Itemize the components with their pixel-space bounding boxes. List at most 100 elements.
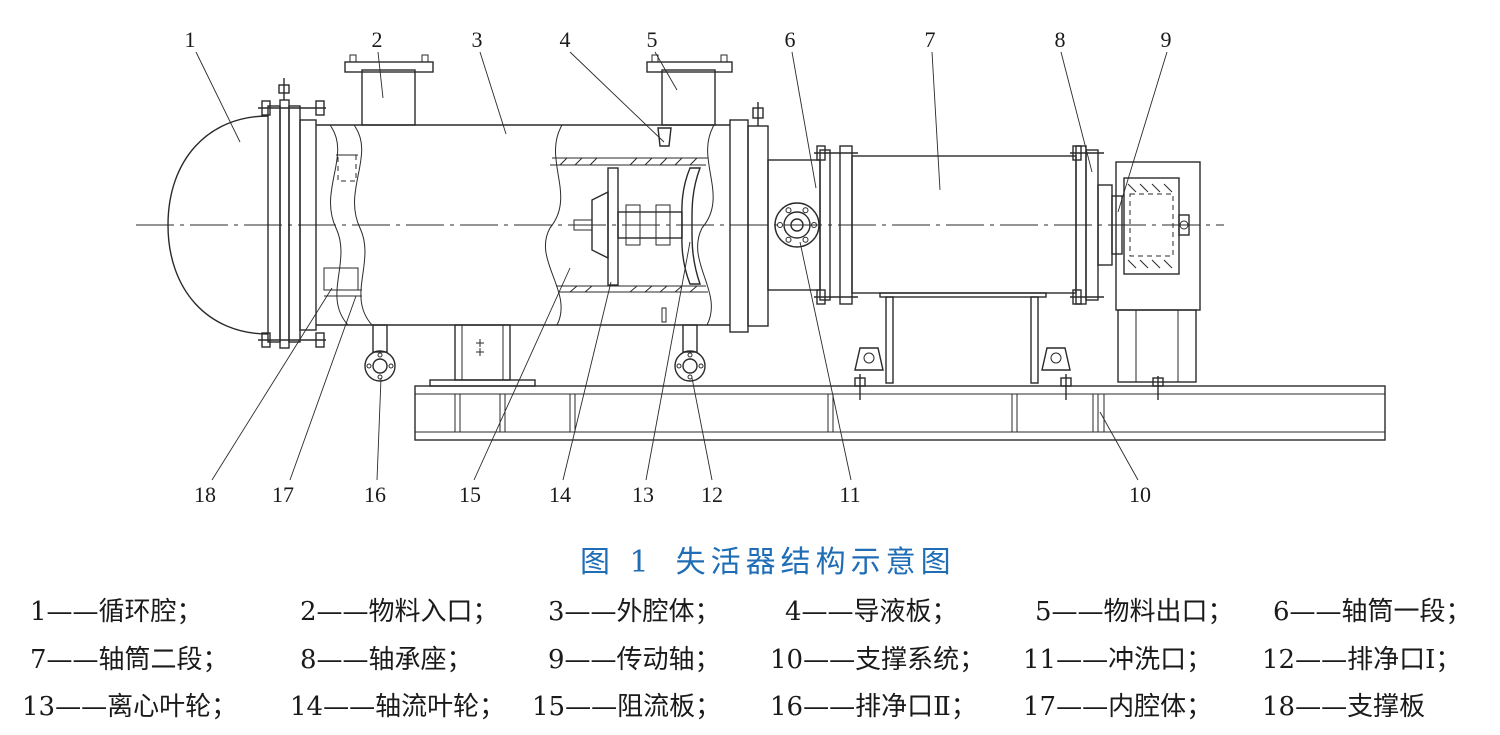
- bolt-hole: [377, 352, 383, 358]
- tube-support: [854, 292, 1072, 400]
- callout-numbers: 1 2 3 4 5 6 7 8 9 10 11 12 13 14 15 16 1…: [185, 27, 1172, 507]
- leader-line-1: [195, 51, 241, 143]
- leader-line-12: [691, 377, 713, 481]
- callout-10: 10: [1129, 482, 1151, 507]
- flush-port: [774, 202, 820, 248]
- nut: [261, 332, 271, 348]
- leader-line-8: [1060, 51, 1093, 173]
- leader-line-9: [1117, 51, 1168, 213]
- bolt: [421, 54, 429, 63]
- axial-impeller: [573, 167, 683, 286]
- coupling-hub: [1129, 193, 1174, 257]
- coupling-teeth: [1127, 183, 1173, 269]
- bolt-hole: [777, 222, 783, 228]
- callout-1: 1: [185, 27, 196, 52]
- callout-2: 2: [372, 27, 383, 52]
- callout-16: 16: [364, 482, 386, 507]
- break-line: [329, 124, 349, 326]
- lug-hole: [863, 352, 875, 364]
- legend-item-13: 13——离心叶轮；: [22, 692, 238, 722]
- leader-line-10: [1099, 411, 1139, 481]
- callout-17: 17: [272, 482, 294, 507]
- legend-item-8: 8——轴承座；: [300, 645, 473, 675]
- nut: [315, 100, 325, 116]
- bolt: [349, 54, 357, 63]
- drain-bore: [372, 358, 388, 374]
- inlet-pipe: [361, 69, 416, 126]
- legend-item-5: 5——物料出口；: [1035, 597, 1234, 627]
- support-system-base: [414, 385, 1386, 441]
- legend-item-17: 17——内腔体；: [1023, 692, 1213, 722]
- support-post: [885, 296, 894, 384]
- drain-port-i: [674, 324, 706, 382]
- leader-line-18: [211, 287, 333, 481]
- callout-14: 14: [549, 482, 571, 507]
- legend-item-7: 7——轴筒二段；: [30, 645, 229, 675]
- bolt-hole: [687, 374, 693, 380]
- legend-item-11: 11——冲洗口；: [1023, 645, 1213, 675]
- bolt-hole: [811, 222, 817, 228]
- leader-line-2: [377, 51, 384, 99]
- legend-item-6: 6——轴筒一段；: [1273, 597, 1472, 627]
- shaft-collar: [625, 204, 641, 246]
- legend-item-1: 1——循环腔；: [30, 597, 203, 627]
- inactivator-structure-drawing: 1 2 3 4 5 6 7 8 9 10 11 12 13 14 15 16 1…: [136, 27, 1386, 507]
- nut: [1072, 145, 1082, 161]
- leader-line-15: [473, 267, 571, 481]
- shaft-stub: [1178, 214, 1190, 236]
- nut: [816, 145, 826, 161]
- nut: [1072, 289, 1082, 305]
- dome-head: [167, 115, 269, 335]
- leader-line-7: [931, 51, 941, 191]
- centrifugal-impeller: [681, 167, 702, 285]
- callout-11: 11: [839, 482, 860, 507]
- bolt-hole: [802, 236, 809, 243]
- machine-outline: [136, 51, 1386, 481]
- inner-cavity-middle: [550, 157, 708, 293]
- bolt-hole: [802, 207, 809, 214]
- callout-3: 3: [472, 27, 483, 52]
- shell-mark: [661, 307, 667, 323]
- legend-item-9: 9——传动轴；: [548, 645, 721, 675]
- port-flange: [774, 202, 820, 248]
- callout-12: 12: [701, 482, 723, 507]
- drain-pipe: [372, 324, 388, 353]
- leader-line-16: [376, 377, 382, 481]
- material-outlet: [646, 54, 733, 126]
- material-inlet: [344, 54, 434, 126]
- break-line: [544, 124, 563, 326]
- bolt-hole: [388, 363, 394, 369]
- drive-shaft-coupling: [1115, 161, 1201, 311]
- legend-item-10: 10——支撑系统；: [770, 645, 986, 675]
- coupling: [1123, 177, 1180, 275]
- circulation-chamber: [167, 115, 269, 335]
- leader-lines: [195, 51, 1168, 481]
- left-flange: [258, 78, 326, 349]
- beam-stiffeners: [454, 394, 1105, 432]
- legend-item-18: 18——支撑板: [1262, 692, 1426, 722]
- shell-saddle: [429, 324, 536, 387]
- guide-plate: [657, 127, 672, 147]
- flange-plate: [288, 105, 301, 343]
- drain-port-ii: [364, 324, 396, 382]
- leader-line-17: [289, 295, 357, 481]
- outlet-flange: [646, 61, 733, 73]
- callout-15: 15: [459, 482, 481, 507]
- stand-frame: [1117, 309, 1197, 383]
- section-hatch: [559, 157, 698, 166]
- leader-line-6: [791, 51, 817, 189]
- motor-stand: [1117, 309, 1197, 400]
- leader-line-4: [569, 51, 665, 143]
- flange-plate: [267, 105, 281, 343]
- break-line: [353, 124, 373, 326]
- drain-bore: [682, 358, 698, 374]
- callout-18: 18: [194, 482, 216, 507]
- callout-5: 5: [647, 27, 658, 52]
- bolt: [651, 54, 659, 63]
- bolt-hole: [366, 363, 372, 369]
- leader-line-3: [479, 51, 507, 135]
- legend-item-2: 2——物料入口；: [300, 597, 499, 627]
- legend-item-12: 12——排净口Ⅰ；: [1262, 645, 1462, 675]
- shaft-collar: [655, 204, 671, 246]
- callout-7: 7: [925, 27, 936, 52]
